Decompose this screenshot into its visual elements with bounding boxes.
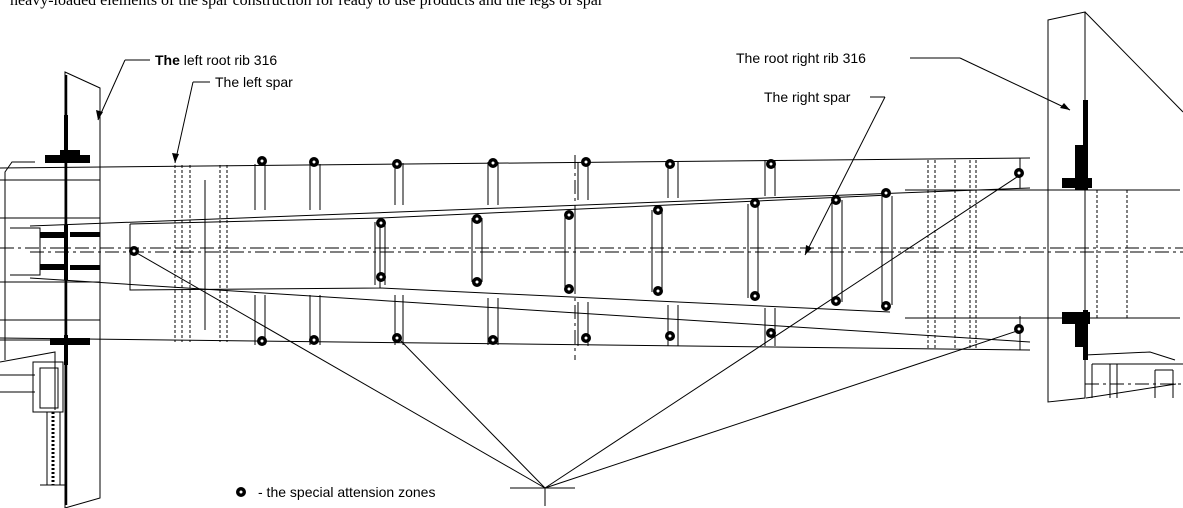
attention-zone-marker-center [475,217,479,221]
dot-marker-icon-center [239,490,243,494]
leader-lines [97,57,1071,506]
attention-zone-marker-center [475,280,479,284]
attention-zone-marker-center [584,160,588,164]
attention-zone-marker-center [668,334,672,338]
attention-zone-marker-center [769,162,773,166]
attention-zone-marker-center [379,275,383,279]
left-root-rib-label-prefix: The [155,52,180,68]
attention-zone-marker-center [395,162,399,166]
right-spar-label: The right spar [764,89,851,105]
attention-zone-marker-center [395,336,399,340]
right-root-rib-label: The root right rib 316 [736,50,866,66]
dashed-ribs [99,160,1128,348]
arrowheads [96,103,1070,255]
right-root-rib [1047,11,1183,403]
attention-zone-marker-center [656,289,660,293]
left-root-rib-label-rest: left root rib 316 [180,52,277,68]
attention-zone-marker-center [312,338,316,342]
attention-zone-marker-center [132,249,136,253]
top-ribs [254,160,776,210]
attention-zone-marker-center [584,336,588,340]
attention-zone-marker-center [312,160,316,164]
bottom-ribs [254,295,776,346]
attention-zone-marker-center [884,304,888,308]
attention-zone-marker-center [769,331,773,335]
attention-zone-marker-center [379,221,383,225]
left-root-rib-label: The left root rib 316 [155,52,277,68]
attention-zone-marker-center [491,161,495,165]
inner-ribs [374,196,893,305]
attention-zone-marker-center [656,208,660,212]
spar-outline [0,157,1183,351]
attention-zone-marker-center [491,338,495,342]
attention-zone-marker-center [567,287,571,291]
attention-zone-marker-center [1017,327,1021,331]
attention-zone-marker-center [1017,171,1021,175]
header-text: heavy-loaded elements of the spar constr… [10,0,604,9]
attention-zone-marker-center [834,299,838,303]
attention-zone-markers [129,156,1024,346]
legend-text: - the special attension zones [258,484,435,500]
attention-zone-marker-center [753,201,757,205]
attention-zone-marker-center [668,162,672,166]
left-spar-label: The left spar [215,74,293,90]
attention-zone-marker-center [567,213,571,217]
left-root-rib [0,71,101,508]
attention-zone-marker-center [834,198,838,202]
legend: - the special attension zones [236,484,435,500]
attention-zone-marker-center [260,159,264,163]
attention-zone-marker-center [884,191,888,195]
attention-zone-marker-center [753,294,757,298]
attention-zone-marker-center [260,339,264,343]
